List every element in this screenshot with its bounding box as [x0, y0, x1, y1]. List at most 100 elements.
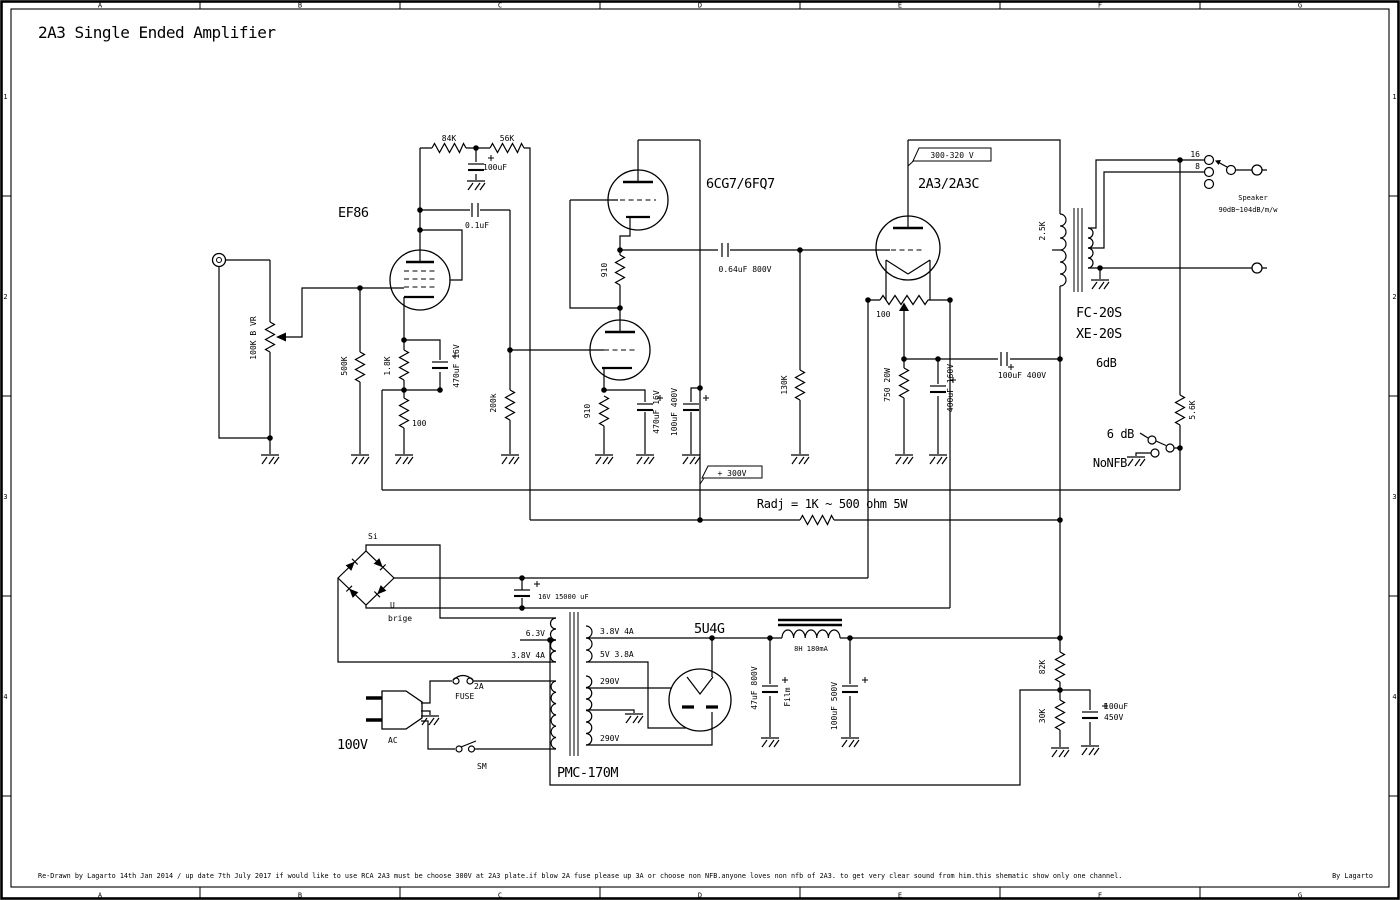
- input-jack: [211, 252, 227, 268]
- voltage-flag-300-320: [907, 147, 992, 167]
- label-200k: 200k: [489, 393, 498, 412]
- grid-col-bot-f: F: [1098, 892, 1102, 900]
- grid-col-top-a: A: [98, 2, 103, 10]
- label-16v-15000uf: 16V 15000 uF: [538, 593, 589, 601]
- choke: [778, 618, 842, 639]
- label-choke: 8H 180mA: [794, 645, 829, 653]
- label-100uf-screen: 100uF: [483, 163, 507, 172]
- wires-input-stage: [218, 147, 604, 520]
- label-brige: brige: [388, 614, 412, 623]
- grid-row-left-3: 3: [3, 493, 7, 501]
- label-opt-model-2: XE-20S: [1076, 326, 1122, 342]
- wires-power-supply: [337, 544, 1091, 786]
- tube-2a3: [875, 215, 941, 281]
- grid-row-right-1: 1: [1392, 93, 1396, 101]
- resistors: [354, 142, 1186, 731]
- label-ac: AC: [388, 736, 398, 745]
- volume-pot: [264, 321, 286, 353]
- label-si: Si: [368, 532, 378, 541]
- label-divider-cap-1: 100uF: [1104, 702, 1128, 711]
- label-tube-2a3: 2A3/2A3C: [918, 176, 979, 192]
- label-radj: Radj = 1K ~ 500 ohm 5W: [757, 497, 908, 511]
- output-terminal-gnd: [1251, 262, 1263, 274]
- grid-col-top-d: D: [698, 2, 702, 10]
- label-470uf-6cg7: 470uF 16V: [652, 390, 661, 434]
- label-100-hum: 100: [876, 310, 891, 319]
- selector-arrow: [1215, 160, 1221, 165]
- wires-output-stage: [867, 139, 1061, 747]
- label-750-20w: 750 20W: [883, 368, 892, 402]
- output-terminal-hot: [1251, 164, 1263, 176]
- grid-row-right-3: 3: [1392, 493, 1396, 501]
- label-500k: 500K: [340, 356, 349, 375]
- grid-row-left-2: 2: [3, 293, 7, 301]
- label-910-lower: 910: [583, 404, 592, 419]
- tube-ef86: [389, 249, 451, 311]
- grid-col-bot-d: D: [698, 892, 702, 900]
- grid-col-top-b: B: [298, 2, 302, 10]
- label-5k6: 5.6K: [1188, 400, 1197, 419]
- grid-col-top-f: F: [1098, 2, 1102, 10]
- grid-col-bot-g: G: [1298, 892, 1302, 900]
- grid-col-top-c: C: [498, 2, 502, 10]
- label-fb-6db: 6 dB: [1107, 427, 1134, 441]
- label-5v: 5V 3.8A: [600, 650, 634, 659]
- resistor-hum-pot: [879, 294, 929, 306]
- labels: EF86 6CG7/6FQ7 2A3/2A3C FC-20S XE-20S 6d…: [249, 134, 1278, 781]
- label-100uf-400v-dec: 100uF 400V: [670, 388, 679, 436]
- footer-credit: By Lagarto: [1332, 872, 1373, 880]
- voltage-flag-300v: [699, 465, 763, 485]
- speaker-tap-selector: [1203, 154, 1263, 274]
- ultrapath-plus-sign: [1008, 364, 1014, 370]
- grid-col-bot-c: C: [498, 892, 502, 900]
- label-38v-right: 3.8V 4A: [600, 627, 634, 636]
- feedback-switch: [1147, 435, 1175, 458]
- label-opt-model-1: FC-20S: [1076, 305, 1122, 321]
- label-910-upper: 910: [600, 263, 609, 278]
- power-switch-symbol: [455, 740, 477, 753]
- label-84k: 84K: [442, 134, 457, 143]
- grid-row-left-1: 1: [3, 93, 7, 101]
- label-tap-8: 8: [1195, 162, 1200, 171]
- label-speaker: Speaker: [1238, 194, 1268, 202]
- grid-row-right-4: 4: [1392, 693, 1396, 701]
- label-tube-6cg7: 6CG7/6FQ7: [706, 176, 775, 192]
- fuse-symbol: [452, 674, 474, 685]
- tube-6cg7-upper: [607, 169, 669, 231]
- grid-row-left-4: 4: [3, 693, 7, 701]
- grid-col-bot-e: E: [898, 892, 902, 900]
- footer-note: Re-Drawn by Lagarto 14th Jan 2014 / up d…: [38, 872, 1122, 880]
- label-56k: 56K: [500, 134, 515, 143]
- label-ultrapath-cap: 100uF 400V: [998, 371, 1046, 380]
- hum-pot-wiper-arrow: [899, 302, 909, 311]
- label-pot-100k: 100K B VR: [249, 316, 258, 360]
- label-tube-5u4g: 5U4G: [694, 621, 725, 637]
- wires-driver-stage: [382, 139, 1180, 521]
- label-100uf-500v: 100uF 500V: [830, 682, 839, 730]
- bridge-rectifier: [337, 550, 395, 606]
- label-130k: 130K: [780, 375, 789, 394]
- label-fuse-rating: 2A: [474, 682, 484, 691]
- label-290v-bottom: 290V: [600, 734, 619, 743]
- label-mains-voltage: 100V: [337, 737, 368, 753]
- label-100-ef86: 100: [412, 419, 427, 428]
- label-tap-16: 16: [1190, 150, 1200, 159]
- grid-col-top-e: E: [898, 2, 902, 10]
- grid-row-right-2: 2: [1392, 293, 1396, 301]
- label-fuse: FUSE: [455, 692, 474, 701]
- footer: Re-Drawn by Lagarto 14th Jan 2014 / up d…: [38, 872, 1373, 880]
- label-opt-gain: 6dB: [1096, 356, 1117, 370]
- label-400uf-160v: 400uF 160V: [946, 364, 955, 412]
- label-290v-top: 290V: [600, 677, 619, 686]
- output-transformer: [1059, 208, 1094, 292]
- label-tube-ef86: EF86: [338, 205, 369, 221]
- label-30k: 30K: [1038, 709, 1047, 724]
- tube-6cg7-lower: [589, 319, 651, 381]
- wires-output-transformer: [1088, 159, 1267, 490]
- label-82k: 82K: [1038, 660, 1047, 675]
- power-transformer: [549, 612, 593, 756]
- page-title: 2A3 Single Ended Amplifier: [38, 23, 276, 42]
- wires-feedback-switch: [1135, 432, 1180, 456]
